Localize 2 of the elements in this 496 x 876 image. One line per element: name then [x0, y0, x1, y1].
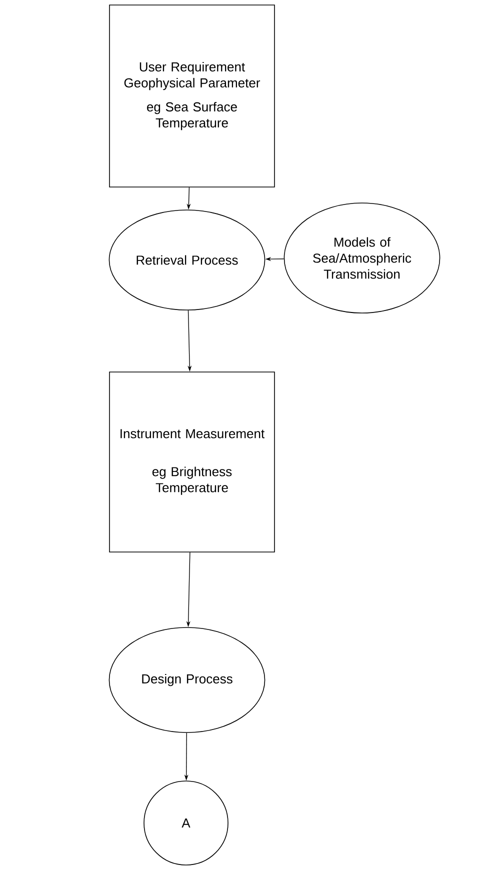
process-box: Instrument Measurement eg Brightness Temperature: [109, 372, 275, 552]
process-box: User Requirement Geophysical Parameter eg Sea Surface Temperature: [109, 4, 275, 188]
